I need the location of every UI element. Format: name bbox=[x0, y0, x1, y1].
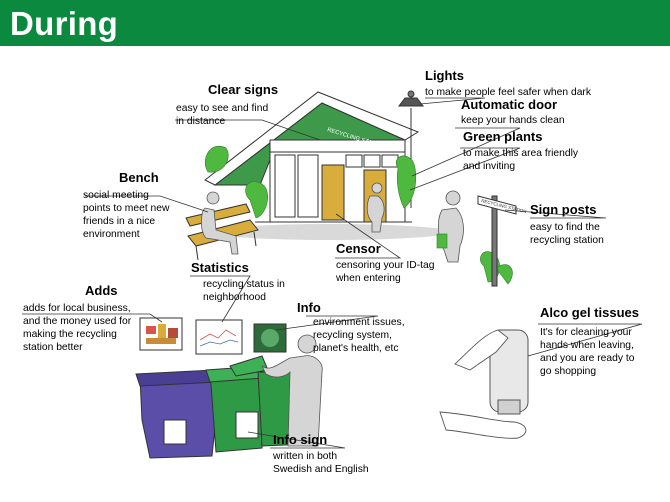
alco-gel-dispenser bbox=[489, 329, 529, 415]
callout-clear-signs: Clear signs easy to see and find in dist… bbox=[176, 82, 279, 128]
callout-info: Info environment issues, recycling syste… bbox=[297, 300, 405, 355]
hand-top bbox=[454, 329, 509, 371]
info-sign-plates bbox=[163, 411, 259, 445]
callout-alco-gel-tissues: Alco gel tissues It's for cleaning your … bbox=[540, 305, 639, 378]
callout-title: Alco gel tissues bbox=[540, 305, 639, 320]
callout-desc: written in both Swedish and English bbox=[273, 451, 369, 475]
hand-bottom bbox=[439, 411, 527, 439]
header-bar: During bbox=[0, 0, 670, 46]
callout-title: Green plants bbox=[463, 129, 543, 144]
callout-desc: adds for local business, and the money u… bbox=[23, 303, 132, 353]
callout-desc: to make this area friendly and inviting bbox=[463, 148, 579, 172]
callout-leader-lines bbox=[22, 97, 643, 449]
person-at-door bbox=[366, 182, 385, 233]
person-at-bins bbox=[261, 334, 323, 447]
callout-title: Info sign bbox=[273, 432, 328, 447]
callout-desc: keep your hands clean bbox=[461, 115, 565, 126]
callout-title: Lights bbox=[425, 68, 464, 83]
callout-desc: It's for cleaning your hands when leavin… bbox=[540, 327, 635, 377]
callout-title: Info bbox=[297, 300, 321, 315]
callout-desc: social meeting points to meet new friend… bbox=[83, 190, 170, 240]
ground-shadow bbox=[210, 224, 450, 240]
callout-desc: environment issues, recycling system, pl… bbox=[313, 317, 405, 354]
callout-title: Adds bbox=[85, 283, 118, 298]
callout-censor: Censor censoring your ID-tag when enteri… bbox=[336, 241, 434, 285]
callout-title: Statistics bbox=[191, 260, 249, 275]
person-with-bag bbox=[436, 190, 464, 263]
callout-info-sign: Info sign written in both Swedish and En… bbox=[273, 432, 369, 476]
callout-desc: censoring your ID-tag when entering bbox=[336, 260, 435, 284]
callout-sign-posts: Sign posts easy to find the recycling st… bbox=[530, 202, 604, 247]
person-on-bench bbox=[200, 191, 239, 255]
callout-desc: easy to see and find in distance bbox=[176, 103, 269, 127]
building-windows bbox=[274, 154, 399, 218]
statistics-board bbox=[195, 319, 243, 355]
info-board bbox=[253, 323, 287, 353]
callout-title: Clear signs bbox=[208, 82, 279, 97]
page-title: During bbox=[10, 5, 119, 42]
callout-adds: Adds adds for local business, and the mo… bbox=[23, 283, 131, 354]
ad-board bbox=[139, 317, 183, 351]
automatic-door-left bbox=[321, 164, 345, 221]
sign-post bbox=[477, 195, 517, 287]
callout-bench: Bench social meeting points to meet new … bbox=[83, 170, 169, 241]
callout-desc: recycling status in neighborhood bbox=[203, 279, 285, 303]
callout-statistics: Statistics recycling status in neighborh… bbox=[191, 260, 285, 304]
callout-lights: Lights to make people feel safer when da… bbox=[425, 68, 591, 99]
callout-title: Bench bbox=[119, 170, 159, 185]
callout-green-plants: Green plants to make this area friendly … bbox=[463, 129, 578, 173]
callout-title: Sign posts bbox=[530, 202, 597, 217]
callout-title: Automatic door bbox=[461, 97, 558, 112]
callout-desc: to make people feel safer when dark bbox=[425, 87, 591, 98]
callout-automatic-door: Automatic door keep your hands clean bbox=[461, 97, 565, 127]
callout-desc: easy to find the recycling station bbox=[530, 222, 604, 246]
callout-title: Censor bbox=[336, 241, 381, 256]
